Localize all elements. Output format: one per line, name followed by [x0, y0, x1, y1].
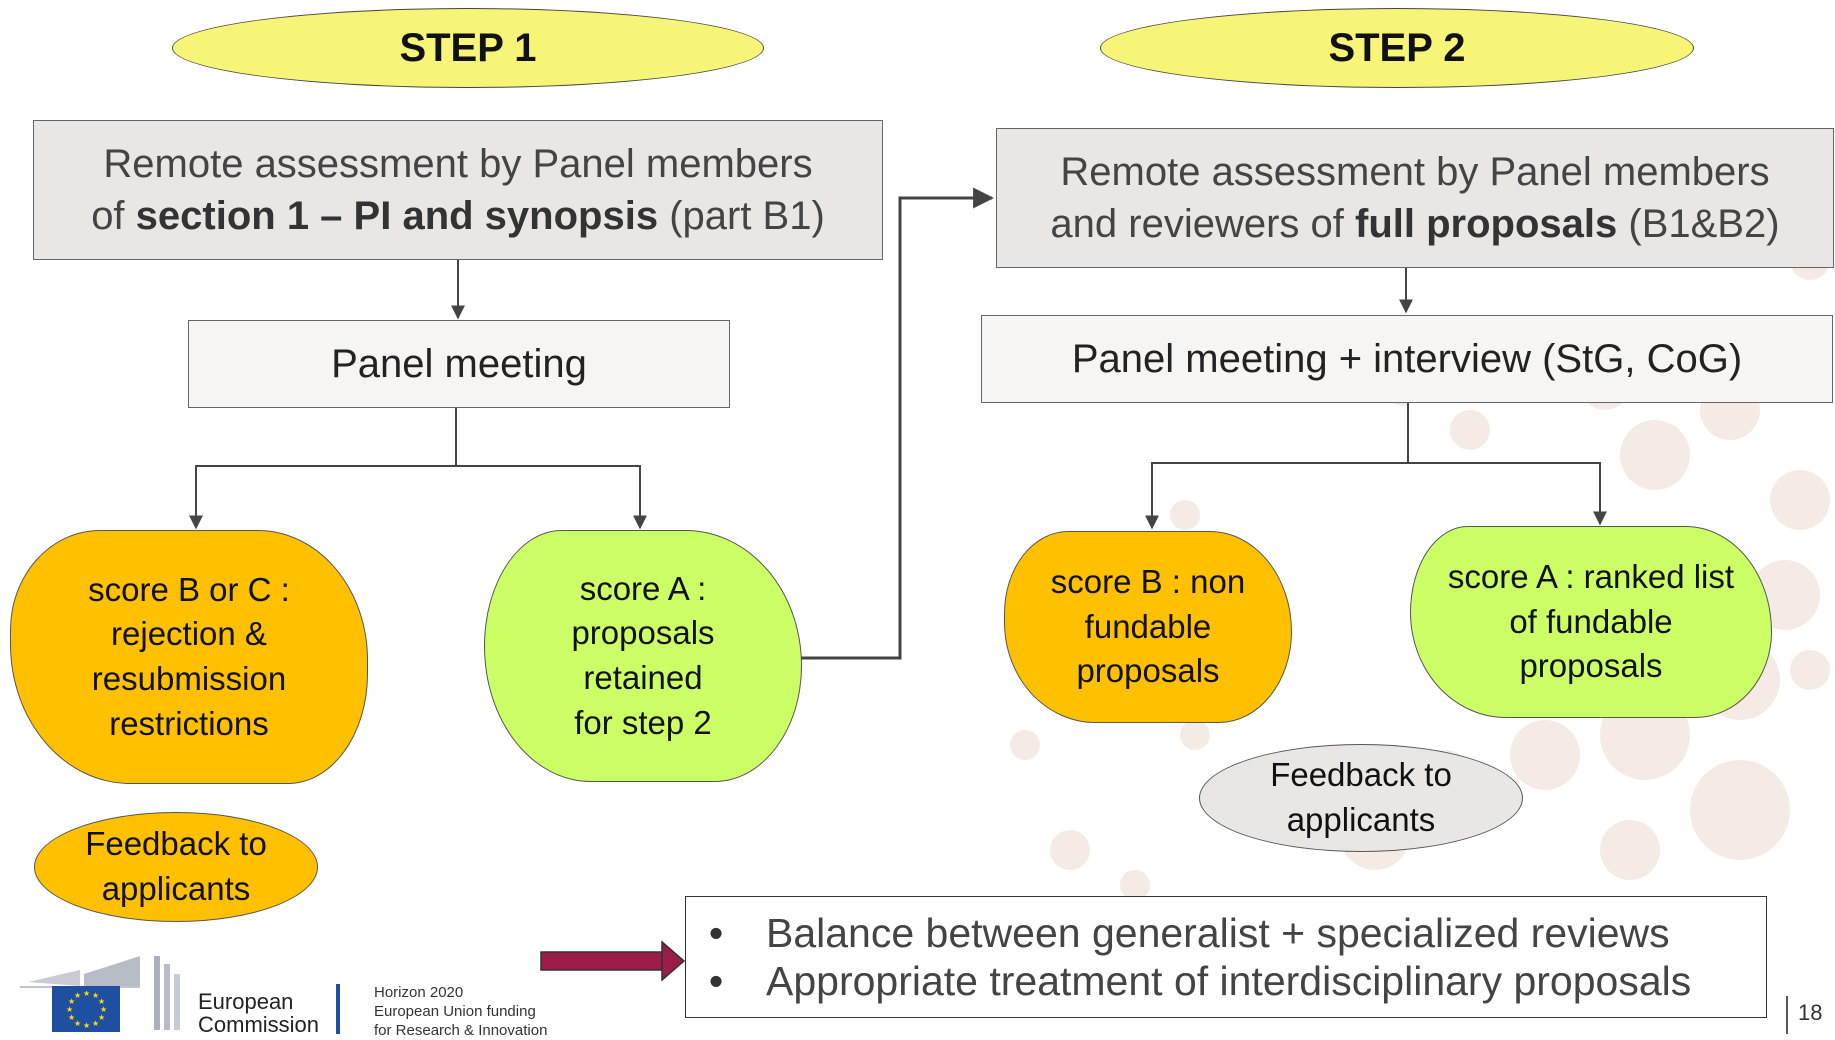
score-a-line: proposals: [1448, 644, 1734, 689]
step1-panel-meeting-label: Panel meeting: [331, 338, 587, 390]
step1-score-a-box: score A : proposals retained for step 2: [484, 530, 802, 782]
score-a-line: score A :: [571, 567, 714, 612]
step1-feedback-ellipse: Feedback to applicants: [34, 812, 318, 922]
score-a-line: proposals: [571, 611, 714, 656]
feedback-line: applicants: [1270, 798, 1452, 843]
step1-remote-line1: Remote assessment by Panel members: [91, 138, 825, 190]
program-line: for Research & Innovation: [374, 1022, 547, 1040]
eu-flag-icon: ★★★ ★★★ ★★★ ★★★: [52, 986, 120, 1032]
bullets-box: •Balance between generalist + specialize…: [685, 896, 1767, 1018]
feedback-line: Feedback to: [85, 822, 267, 867]
page-number: 18: [1798, 1000, 1822, 1026]
step2-remote-line2: and reviewers of full proposals (B1&B2): [1050, 198, 1779, 250]
score-b-line: fundable: [1051, 605, 1245, 650]
step2-remote-assessment-box: Remote assessment by Panel members and r…: [996, 128, 1834, 268]
ec-wordmark-line: Commission: [198, 1013, 319, 1036]
bullet-item: •Appropriate treatment of interdisciplin…: [686, 957, 1766, 1005]
program-line: European Union funding: [374, 1003, 547, 1022]
step2-score-b-box: score B : non fundable proposals: [1004, 531, 1292, 723]
footer-divider: [336, 984, 340, 1034]
step1-remote-assessment-box: Remote assessment by Panel members of se…: [33, 120, 883, 260]
eu-stars-icon: ★★★ ★★★ ★★★ ★★★: [52, 986, 120, 1032]
bullet-text: Appropriate treatment of interdisciplina…: [766, 958, 1691, 1005]
score-a-line: score A : ranked list: [1448, 555, 1734, 600]
step1-panel-meeting-box: Panel meeting: [188, 320, 730, 408]
svg-text:★: ★: [66, 1005, 73, 1014]
program-line: Horizon 2020: [374, 984, 547, 1003]
score-bc-line: score B or C :: [88, 568, 290, 613]
horizon-2020-text: Horizon 2020 European Union funding for …: [374, 984, 547, 1040]
score-b-line: score B : non: [1051, 560, 1245, 605]
step2-panel-meeting-label: Panel meeting + interview (StG, CoG): [1072, 333, 1742, 385]
step1-label: STEP 1: [172, 8, 764, 88]
score-bc-line: restrictions: [88, 702, 290, 747]
svg-text:★: ★: [83, 989, 90, 998]
score-bc-line: rejection &: [88, 612, 290, 657]
step2-score-a-box: score A : ranked list of fundable propos…: [1410, 526, 1772, 718]
step2-panel-meeting-box: Panel meeting + interview (StG, CoG): [981, 315, 1833, 403]
feedback-line: Feedback to: [1270, 753, 1452, 798]
bullet-text: Balance between generalist + specialized…: [766, 910, 1670, 957]
step2-remote-line1: Remote assessment by Panel members: [1050, 146, 1779, 198]
ec-wordmark-line: European: [198, 990, 319, 1013]
ec-wordmark: European Commission: [198, 990, 319, 1036]
svg-text:★: ★: [68, 1013, 75, 1022]
step2-feedback-ellipse: Feedback to applicants: [1199, 744, 1523, 852]
step1-remote-line2: of section 1 – PI and synopsis (part B1): [91, 190, 825, 242]
score-bc-line: resubmission: [88, 657, 290, 702]
svg-text:★: ★: [74, 991, 81, 1000]
step1-score-bc-box: score B or C : rejection & resubmission …: [10, 530, 368, 784]
score-a-line: of fundable: [1448, 600, 1734, 645]
bullet-item: •Balance between generalist + specialize…: [686, 909, 1766, 957]
page-number-divider: [1786, 996, 1788, 1034]
score-a-line: retained: [571, 656, 714, 701]
feedback-line: applicants: [85, 867, 267, 912]
score-b-line: proposals: [1051, 649, 1245, 694]
svg-text:★: ★: [83, 1021, 90, 1030]
score-a-line: for step 2: [571, 701, 714, 746]
svg-text:★: ★: [92, 1019, 99, 1028]
step2-label: STEP 2: [1100, 8, 1694, 88]
